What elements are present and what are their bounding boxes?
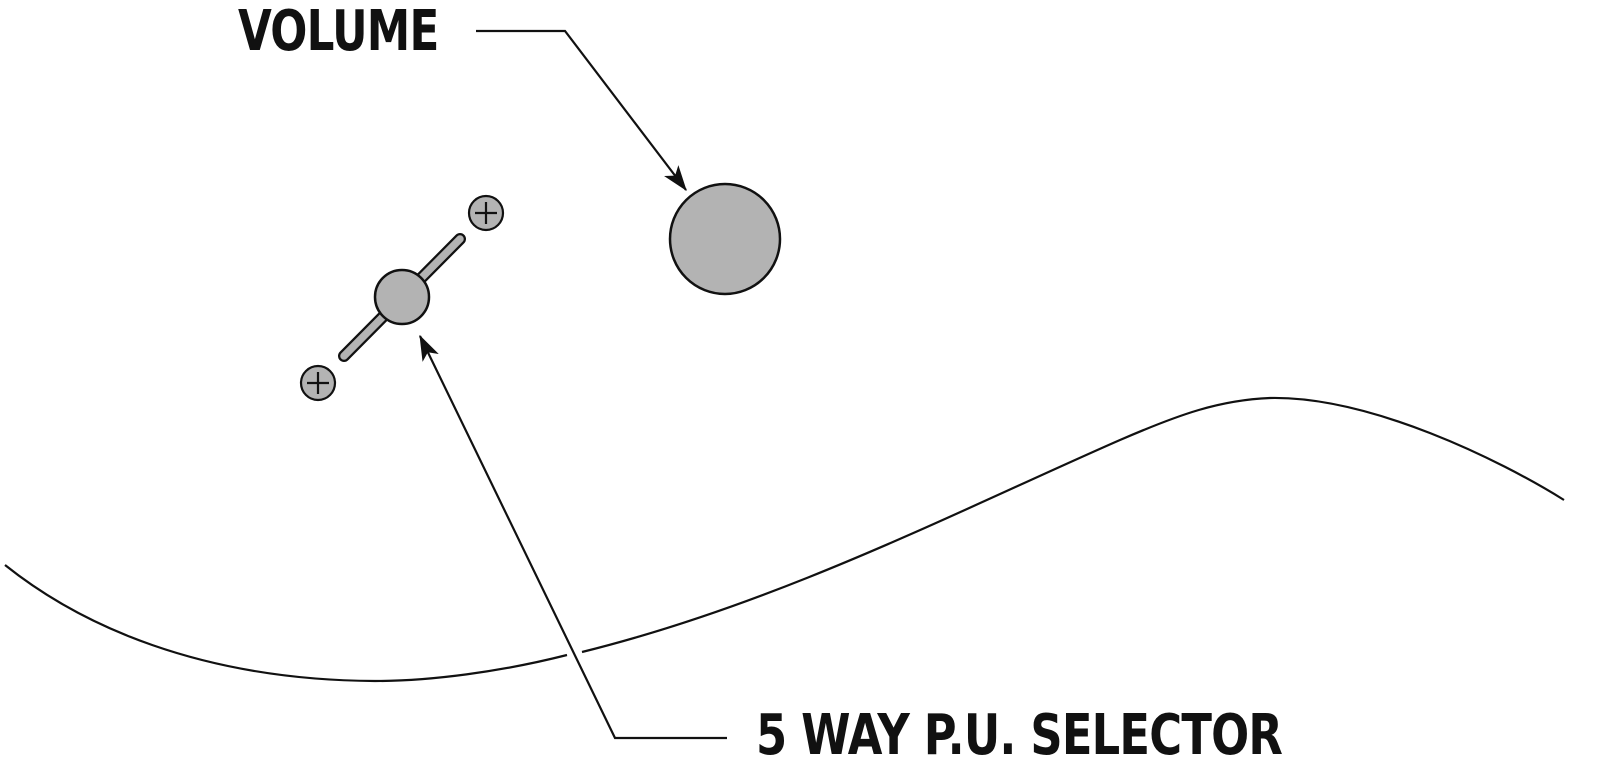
volume-knob-icon[interactable] <box>668 182 782 296</box>
body-edge-curve-right <box>581 396 1565 654</box>
pickup-selector-label: 5 WAY P.U. SELECTOR <box>756 703 1283 768</box>
screw-icon <box>299 364 337 402</box>
screw-icon <box>467 194 505 232</box>
selector-knob-icon[interactable] <box>373 268 431 326</box>
volume-label: VOLUME <box>238 0 439 64</box>
volume-leader-line <box>476 29 687 192</box>
selector-leader-line <box>419 334 727 740</box>
body-edge-curve <box>4 564 568 683</box>
